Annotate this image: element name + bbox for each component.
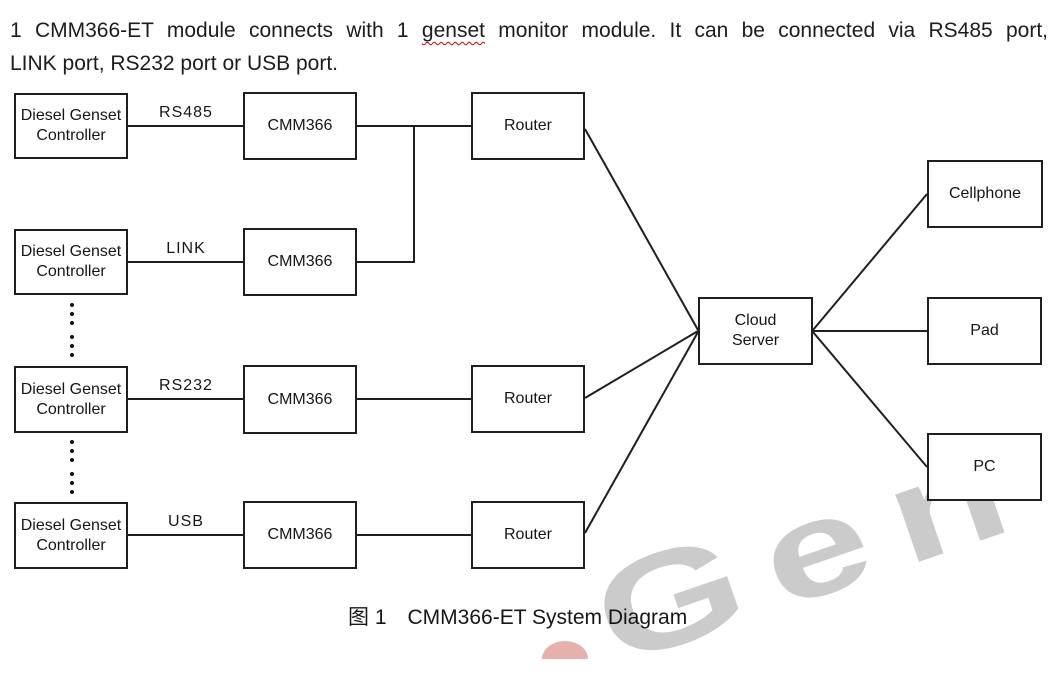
connector-lines bbox=[128, 125, 928, 536]
edge-router3-cloud bbox=[584, 331, 699, 534]
node-label: CMM366 bbox=[267, 526, 333, 543]
intro-line-1: 1 CMM366-ET module connects with 1 gense… bbox=[10, 14, 1048, 47]
node-cmm366-1: CMM366 bbox=[243, 92, 357, 160]
node-diesel-genset-controller-4: Diesel Genset Controller bbox=[14, 502, 128, 569]
node-label: Cellphone bbox=[948, 185, 1022, 202]
intro-paragraph: 1 CMM366-ET module connects with 1 gense… bbox=[10, 14, 1048, 80]
ellipsis-dots-group-2 bbox=[70, 440, 74, 494]
node-label: Router bbox=[503, 526, 553, 543]
figure-caption: 图 1 CMM366-ET System Diagram bbox=[348, 601, 687, 631]
node-label: Pad bbox=[970, 322, 999, 339]
node-label-line: Controller bbox=[36, 127, 106, 144]
node-label: Router bbox=[503, 390, 553, 407]
edge-cloud-pc bbox=[812, 331, 928, 468]
node-label: PC bbox=[973, 458, 996, 475]
node-label-line: Diesel Genset bbox=[20, 243, 122, 260]
node-diesel-genset-controller-2: Diesel Genset Controller bbox=[14, 229, 128, 295]
node-cellphone: Cellphone bbox=[927, 160, 1043, 228]
edge-router2-cloud bbox=[584, 330, 699, 399]
ellipsis-dots-cluster bbox=[70, 335, 74, 357]
ellipsis-dots-group-1 bbox=[70, 303, 74, 357]
ellipsis-dots-cluster bbox=[70, 472, 74, 494]
edge-cloud-cellphone bbox=[812, 193, 928, 331]
intro-text-part1: 1 CMM366-ET module connects with 1 bbox=[10, 19, 409, 42]
port-label-usb: USB bbox=[168, 513, 204, 530]
node-cmm366-2: CMM366 bbox=[243, 228, 357, 296]
node-cmm366-4: CMM366 bbox=[243, 501, 357, 569]
figure-title: CMM366-ET System Diagram bbox=[407, 606, 688, 629]
node-label: CMM366 bbox=[267, 390, 333, 408]
misspelled-word: genset bbox=[421, 19, 485, 42]
port-label-rs485: RS485 bbox=[159, 104, 213, 121]
node-router-3: Router bbox=[471, 501, 585, 569]
edge-router1-cloud bbox=[584, 128, 699, 331]
node-label-line: Cloud bbox=[734, 312, 777, 329]
node-label-line: Controller bbox=[36, 536, 106, 554]
node-label-line: Controller bbox=[36, 400, 106, 418]
figure-number: 图 1 bbox=[348, 606, 387, 629]
node-label: Router bbox=[503, 117, 553, 134]
node-pad: Pad bbox=[927, 297, 1042, 365]
intro-line-2: LINK port, RS232 port or USB port. bbox=[10, 52, 338, 75]
ellipsis-dots-cluster bbox=[70, 303, 74, 325]
node-router-2: Router bbox=[471, 365, 585, 433]
node-diesel-genset-controller-3: Diesel Genset Controller bbox=[14, 366, 128, 433]
intro-text-part2: monitor module. It can be connected via … bbox=[498, 19, 1049, 42]
ellipsis-dots-cluster bbox=[70, 440, 74, 462]
node-label-line: Diesel Genset bbox=[20, 516, 122, 534]
node-label-line: Controller bbox=[36, 263, 106, 280]
node-label-line: Server bbox=[731, 332, 780, 349]
node-label: CMM366 bbox=[267, 253, 333, 270]
node-router-1: Router bbox=[471, 92, 585, 160]
node-label-line: Diesel Genset bbox=[20, 380, 122, 398]
port-label-rs232: RS232 bbox=[159, 377, 213, 394]
node-pc: PC bbox=[927, 433, 1042, 501]
node-label: CMM366 bbox=[267, 117, 333, 134]
node-label-line: Diesel Genset bbox=[20, 107, 122, 124]
node-cmm366-3: CMM366 bbox=[243, 365, 357, 434]
node-cloud-server: Cloud Server bbox=[698, 297, 813, 365]
node-diesel-genset-controller-1: Diesel Genset Controller bbox=[14, 93, 128, 159]
port-label-link: LINK bbox=[166, 240, 206, 257]
